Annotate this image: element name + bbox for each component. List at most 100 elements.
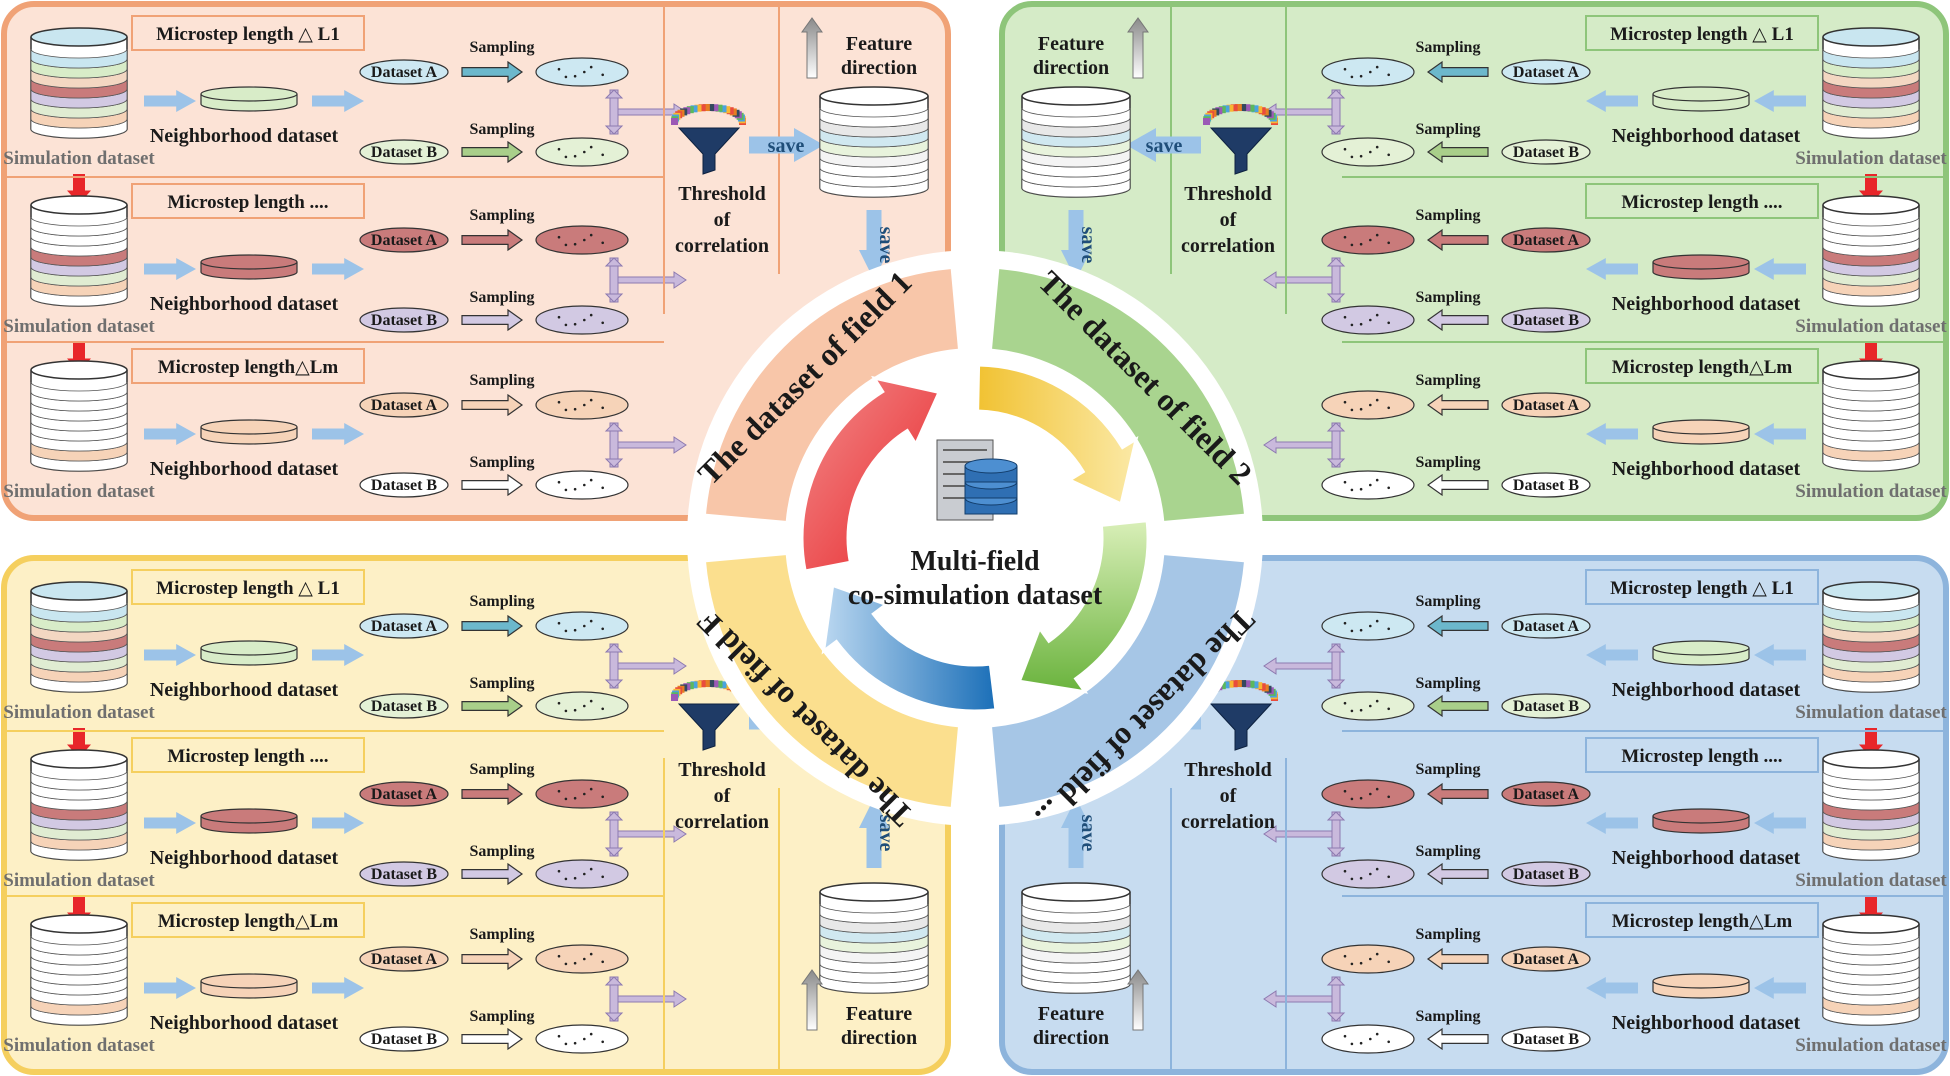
- q1-sample-a-3: [535, 390, 629, 420]
- q2-arrow-b-2: [1586, 258, 1638, 280]
- q4-dataset-a-2: Dataset A: [1501, 781, 1591, 807]
- q3-threshold-line-0: Threshold: [678, 759, 765, 781]
- q3-neighborhood-disk-2: [200, 808, 298, 834]
- q4-dataset-a-2-label: Dataset A: [1513, 786, 1580, 803]
- q1-neighborhood-disk-2: [200, 254, 298, 280]
- q1-microstep-box-3: [131, 348, 365, 384]
- q3-neighborhood-label-2: Neighborhood dataset: [150, 847, 339, 869]
- q2-sampling-label-b-3: Sampling: [1416, 454, 1481, 471]
- q3-arrow-a-3: [144, 977, 196, 999]
- q1-arrow-a-1: [144, 90, 196, 112]
- q3-neighborhood-disk-3: [200, 973, 298, 999]
- q1-dataset-a-2-label: Dataset A: [371, 232, 438, 249]
- q1-feature-cylinder: [819, 86, 929, 198]
- q2-dataset-a-2: Dataset A: [1501, 227, 1591, 253]
- q1-sample-b-2: [535, 305, 629, 335]
- q2-sampling-arrow-b-1: [1426, 140, 1489, 164]
- database-icon: [964, 458, 1018, 515]
- q3-sample-a-2: [535, 779, 629, 809]
- q1-simulation-label-2: Simulation dataset: [3, 316, 155, 337]
- q2-neighborhood-label-1: Neighborhood dataset: [1612, 125, 1801, 147]
- q4-save-down-arrow: [1061, 798, 1091, 868]
- q2-simulation-cylinder-1: [1822, 27, 1920, 139]
- q4-neighborhood-label-1: Neighborhood dataset: [1612, 679, 1801, 701]
- q4-sample-a-3: [1321, 944, 1415, 974]
- q1-sample-a-1: [535, 57, 629, 87]
- q3-sampling-arrow-b-1: [461, 694, 524, 718]
- q1-dataset-b-3: Dataset B: [359, 472, 449, 498]
- q4-sample-a-2: [1321, 779, 1415, 809]
- q1-sampling-label-a-1: Sampling: [470, 39, 535, 56]
- q4-sampling-arrow-a-1: [1426, 614, 1489, 638]
- q4-dataset-b-2: Dataset B: [1501, 861, 1591, 887]
- q2-arrow-a-3: [1754, 423, 1806, 445]
- q3-feature-cylinder: [819, 882, 929, 994]
- q2-neighborhood-disk-3: [1652, 419, 1750, 445]
- q3-sampling-label-b-1: Sampling: [470, 675, 535, 692]
- q4-dataset-a-1-label: Dataset A: [1513, 618, 1580, 635]
- q2-sample-a-2: [1321, 225, 1415, 255]
- q4-simulation-label-1: Simulation dataset: [1795, 702, 1947, 723]
- q2-sampling-label-a-3: Sampling: [1416, 372, 1481, 389]
- q4-threshold-line-2: correlation: [1181, 811, 1275, 833]
- q4-dataset-a-1: Dataset A: [1501, 613, 1591, 639]
- q2-feature-cylinder: [1021, 86, 1131, 198]
- q3-sampling-arrow-a-2: [461, 782, 524, 806]
- q3-neighborhood-disk-1: [200, 640, 298, 666]
- q1-neighborhood-label-2: Neighborhood dataset: [150, 293, 339, 315]
- q3-dataset-a-2-label: Dataset A: [371, 786, 438, 803]
- q4-sample-b-1: [1321, 691, 1415, 721]
- q2-microstep-box-3: [1585, 348, 1819, 384]
- q4-dataset-b-3: Dataset B: [1501, 1026, 1591, 1052]
- q2-microstep-label-2: Microstep length ....: [1621, 192, 1782, 213]
- q4-microstep-label-1: Microstep length △ L1: [1610, 578, 1794, 599]
- q2-sampling-arrow-a-1: [1426, 60, 1489, 84]
- q2-sample-a-3: [1321, 390, 1415, 420]
- q4-sampling-label-a-2: Sampling: [1416, 761, 1481, 778]
- ring-arrow-red: [800, 375, 942, 573]
- q3-save-vertical-label: save: [875, 815, 897, 852]
- q1-arrow-a-3: [144, 423, 196, 445]
- q2-simulation-cylinder-2: [1822, 195, 1920, 307]
- q4-sample-a-1: [1321, 611, 1415, 641]
- q4-connector-2: [1263, 811, 1346, 857]
- q4-sampling-label-a-3: Sampling: [1416, 926, 1481, 943]
- q1-save-label: save: [768, 135, 805, 157]
- q2-simulation-label-3: Simulation dataset: [1795, 481, 1947, 502]
- q3-sampling-label-b-2: Sampling: [470, 843, 535, 860]
- q4-dataset-b-2-label: Dataset B: [1513, 866, 1580, 883]
- q1-connector-3: [604, 422, 687, 468]
- q1-simulation-cylinder-1: [30, 27, 128, 139]
- q1-sampling-label-a-3: Sampling: [470, 372, 535, 389]
- q4-feature-cylinder: [1021, 882, 1131, 994]
- q1-sampling-arrow-a-1: [461, 60, 524, 84]
- q3-dataset-a-3: Dataset A: [359, 946, 449, 972]
- q1-dataset-b-2: Dataset B: [359, 307, 449, 333]
- q3-dataset-b-1-label: Dataset B: [371, 698, 438, 715]
- q1-arrow-b-1: [312, 90, 364, 112]
- arc-field-dots: [992, 555, 1244, 807]
- q1-simulation-cylinder-3: [30, 360, 128, 472]
- q4-simulation-label-3: Simulation dataset: [1795, 1035, 1947, 1056]
- q3-sample-b-2: [535, 859, 629, 889]
- q4-arrow-b-2: [1586, 812, 1638, 834]
- ring-arrow-yellow: [976, 363, 1139, 506]
- q1-correlation-funnel: [671, 104, 746, 175]
- q2-feature-line-1: direction: [1033, 57, 1109, 79]
- q3-dataset-a-2: Dataset A: [359, 781, 449, 807]
- q4-sampling-arrow-a-2: [1426, 782, 1489, 806]
- quadrant-q4: Simulation dataset Microstep length △ L1 N…: [999, 555, 1949, 1075]
- q3-sampling-arrow-b-2: [461, 862, 524, 886]
- q2-dataset-b-2: Dataset B: [1501, 307, 1591, 333]
- q1-feature-line-1: direction: [841, 57, 917, 79]
- q3-connector-2: [604, 811, 687, 857]
